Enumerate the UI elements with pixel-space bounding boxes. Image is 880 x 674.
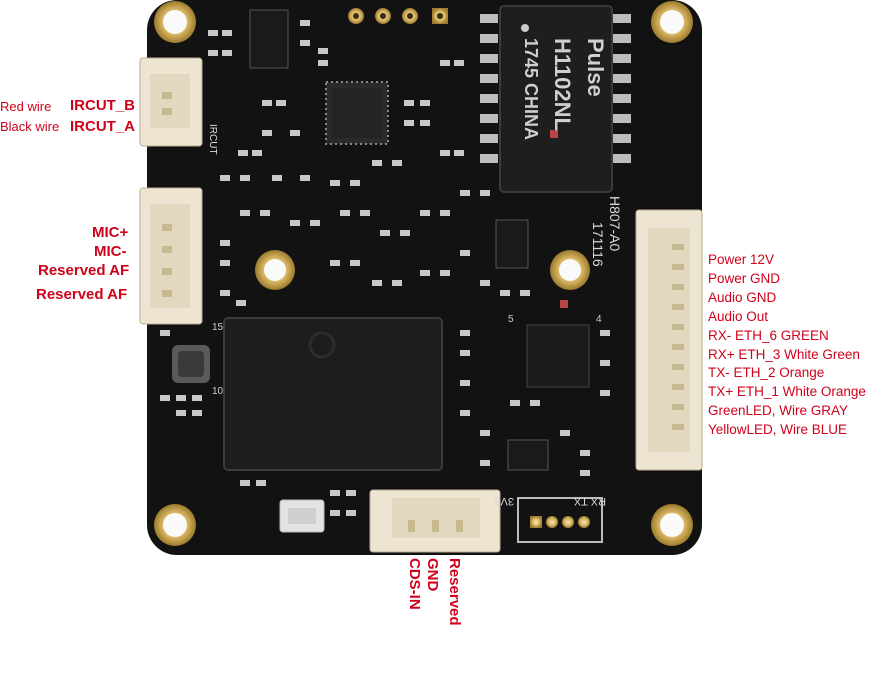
pin-label-audio-out: Audio Out	[708, 309, 769, 324]
pin-label-audio-gnd: Audio GND	[708, 290, 777, 305]
transformer-brand-text: Pulse	[583, 38, 608, 97]
ircut-silk-text: IRCUT	[207, 124, 218, 155]
mic-af-connector	[139, 187, 203, 325]
ircut-b-label: IRCUT_B	[70, 97, 136, 114]
pin-label-tx-plus: TX+ ETH_1 White Orange	[708, 384, 866, 399]
crystal-oscillator	[279, 499, 325, 533]
ethernet-transformer	[480, 5, 631, 193]
reserved-af-label-1: Reserved AF	[38, 262, 130, 279]
reserved-af-label-2: Reserved AF	[36, 286, 128, 303]
smd-components	[160, 20, 610, 516]
black-wire-label: Black wire	[0, 119, 60, 134]
mic-minus-label: MIC-	[94, 243, 127, 260]
board-date-text: 171116	[590, 222, 606, 267]
pin-label-yellow-led: YellowLED, Wire BLUE	[708, 422, 848, 437]
board-model-text: H807-A0	[607, 196, 623, 251]
pin-num-5: 5	[508, 314, 514, 325]
reserved-bottom-label: Reserved	[446, 558, 463, 626]
pcb-board	[147, 0, 702, 555]
ircut-connector	[139, 57, 203, 147]
pin-num-15: 15	[212, 322, 224, 333]
bottom-cds-connector	[369, 489, 501, 553]
mounting-holes	[154, 1, 693, 546]
ircut-a-label: IRCUT_A	[70, 118, 136, 135]
main-soc-chip	[223, 317, 443, 471]
right-10pin-connector	[635, 209, 703, 471]
pin-label-tx-minus: TX- ETH_2 Orange	[708, 365, 825, 380]
inductor	[172, 345, 210, 383]
transformer-date-text: 1745 CHINA	[521, 38, 541, 140]
pin-label-rx-plus: RX+ ETH_3 White Green	[708, 347, 860, 362]
gnd-bottom-label: GND	[424, 558, 441, 592]
mic-plus-label: MIC+	[92, 224, 129, 241]
qfn-chip	[325, 81, 389, 145]
v33-silk-text: 3V3	[494, 495, 514, 507]
cds-in-bottom-label: CDS-IN	[406, 558, 423, 610]
small-ics	[249, 9, 590, 471]
pin-label-power-12v: Power 12V	[708, 252, 775, 267]
rxtx-header	[517, 497, 603, 543]
top-gold-pins	[348, 8, 448, 24]
rxtx-silk-text: RX TX	[573, 495, 606, 507]
pin-num-4: 4	[596, 314, 602, 325]
pin-label-rx-minus: RX- ETH_6 GREEN	[708, 328, 829, 343]
transformer-model-text: H1102NL	[550, 38, 575, 131]
pin-label-green-led: GreenLED, Wire GRAY	[708, 403, 849, 418]
pin-num-10: 10	[212, 386, 224, 397]
red-wire-label: Red wire	[0, 99, 52, 114]
pin-label-power-gnd: Power GND	[708, 271, 781, 286]
